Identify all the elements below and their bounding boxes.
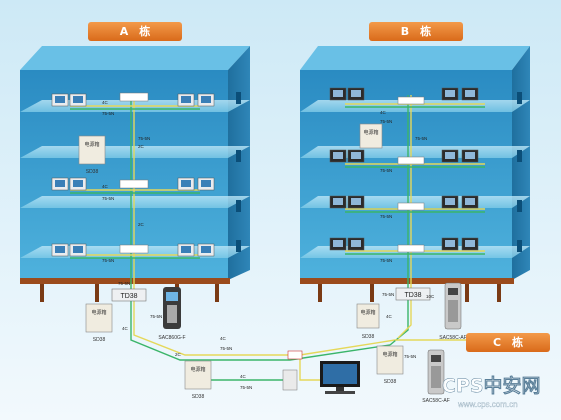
distributor-boxes xyxy=(119,92,425,254)
svg-text:2C: 2C xyxy=(138,222,145,227)
indoor-monitor xyxy=(51,93,69,107)
svg-text:电源箱: 电源箱 xyxy=(190,366,205,373)
building-a-title: A 栋 xyxy=(88,22,182,41)
svg-text:75-5N: 75-5N xyxy=(102,196,114,201)
svg-text:75-5N: 75-5N xyxy=(240,385,252,390)
svg-text:10C: 10C xyxy=(426,294,435,299)
building-b xyxy=(300,46,530,302)
svg-text:TD38: TD38 xyxy=(404,292,421,299)
indoor-monitor xyxy=(177,177,195,191)
power-box-bottom-1: 电源箱 SD38 xyxy=(184,360,212,400)
svg-text:4C: 4C xyxy=(102,100,109,105)
interface-module xyxy=(282,350,303,391)
indoor-monitor xyxy=(69,243,87,257)
indoor-monitor xyxy=(51,177,69,191)
indoor-monitor xyxy=(69,93,87,107)
indoor-monitors-a xyxy=(51,93,215,257)
indoor-monitor xyxy=(197,93,215,107)
indoor-monitor xyxy=(441,195,459,209)
td38-a: TD38 xyxy=(111,288,147,302)
svg-text:电源箱: 电源箱 xyxy=(363,129,378,136)
power-box-b-mid: 电源箱 xyxy=(359,123,383,149)
svg-text:2C: 2C xyxy=(138,144,145,149)
svg-text:4C: 4C xyxy=(386,314,393,319)
indoor-monitor xyxy=(441,87,459,101)
indoor-monitor xyxy=(347,195,365,209)
indoor-monitor xyxy=(197,177,215,191)
indoor-monitor xyxy=(177,93,195,107)
power-box-a-base: 电源箱 SD38 xyxy=(85,303,113,343)
svg-text:75-5N: 75-5N xyxy=(150,314,162,319)
management-computer xyxy=(320,361,360,394)
svg-text:4C: 4C xyxy=(220,336,227,341)
svg-text:电源箱: 电源箱 xyxy=(382,351,397,358)
svg-text:75-5N: 75-5N xyxy=(220,346,232,351)
svg-text:75-5N: 75-5N xyxy=(380,214,392,219)
indoor-monitor xyxy=(329,87,347,101)
svg-text:75-5N: 75-5N xyxy=(118,281,130,286)
indoor-monitors-b xyxy=(329,87,479,251)
power-box-bottom-2: 电源箱 SD38 xyxy=(376,345,404,385)
indoor-monitor xyxy=(329,195,347,209)
svg-text:2C: 2C xyxy=(175,352,182,357)
building-c-title: C 栋 xyxy=(466,333,550,352)
svg-text:SD38: SD38 xyxy=(93,337,106,343)
svg-text:SD38: SD38 xyxy=(362,334,375,340)
svg-text:75-5N: 75-5N xyxy=(380,258,392,263)
svg-text:75-5N: 75-5N xyxy=(415,136,427,141)
svg-text:电源箱: 电源箱 xyxy=(91,309,106,316)
door-station-c: SAC58C-AF xyxy=(422,349,450,404)
wiring-a xyxy=(70,100,200,290)
svg-text:75-5N: 75-5N xyxy=(382,292,394,297)
svg-text:SD38: SD38 xyxy=(86,169,99,175)
svg-text:75-5N: 75-5N xyxy=(138,136,150,141)
svg-text:4C: 4C xyxy=(240,374,247,379)
svg-text:75-5N: 75-5N xyxy=(404,354,416,359)
watermark: CPS中安网 www.cps.com.cn xyxy=(442,374,541,409)
svg-text:75-5N: 75-5N xyxy=(102,111,114,116)
cable-labels: 4C 75-5N 75-5N 2C 4C 75-5N 2C 75-5N 75-5… xyxy=(102,100,435,390)
svg-text:CPS中安网: CPS中安网 xyxy=(442,374,541,397)
td38-b: TD38 xyxy=(395,287,431,301)
svg-text:www.cps.com.cn: www.cps.com.cn xyxy=(457,400,518,409)
svg-text:SAC58C-AF: SAC58C-AF xyxy=(439,335,467,341)
indoor-monitor xyxy=(461,237,479,251)
svg-text:75-5N: 75-5N xyxy=(102,258,114,263)
indoor-monitor xyxy=(177,243,195,257)
building-a xyxy=(20,46,250,302)
svg-text:SAC58C-AF: SAC58C-AF xyxy=(422,398,450,404)
indoor-monitor xyxy=(347,149,365,163)
indoor-monitor xyxy=(461,149,479,163)
indoor-monitor xyxy=(461,195,479,209)
indoor-monitor xyxy=(347,87,365,101)
svg-text:TD38: TD38 xyxy=(120,293,137,300)
svg-text:4C: 4C xyxy=(380,110,387,115)
indoor-monitor xyxy=(329,237,347,251)
svg-text:75-5N: 75-5N xyxy=(380,119,392,124)
door-station-a: SAC860G-F xyxy=(158,287,186,341)
svg-text:SD38: SD38 xyxy=(384,379,397,385)
indoor-monitor xyxy=(69,177,87,191)
svg-text:电源箱: 电源箱 xyxy=(360,309,375,316)
svg-text:75-5N: 75-5N xyxy=(380,168,392,173)
indoor-monitor xyxy=(441,149,459,163)
svg-text:4C: 4C xyxy=(122,326,129,331)
indoor-monitor xyxy=(329,149,347,163)
indoor-monitor xyxy=(461,87,479,101)
indoor-monitor xyxy=(51,243,69,257)
indoor-monitor xyxy=(441,237,459,251)
power-box-b-base: 电源箱 SD38 xyxy=(356,303,380,340)
svg-text:电源箱: 电源箱 xyxy=(84,141,99,148)
svg-text:SD38: SD38 xyxy=(192,394,205,400)
svg-text:4C: 4C xyxy=(102,184,109,189)
door-station-b: SAC58C-AF xyxy=(439,282,467,341)
svg-text:SAC860G-F: SAC860G-F xyxy=(158,335,185,341)
power-box-a-mid: 电源箱 SD38 xyxy=(78,135,106,175)
indoor-monitor xyxy=(347,237,365,251)
building-b-title: B 栋 xyxy=(369,22,463,41)
indoor-monitor xyxy=(197,243,215,257)
